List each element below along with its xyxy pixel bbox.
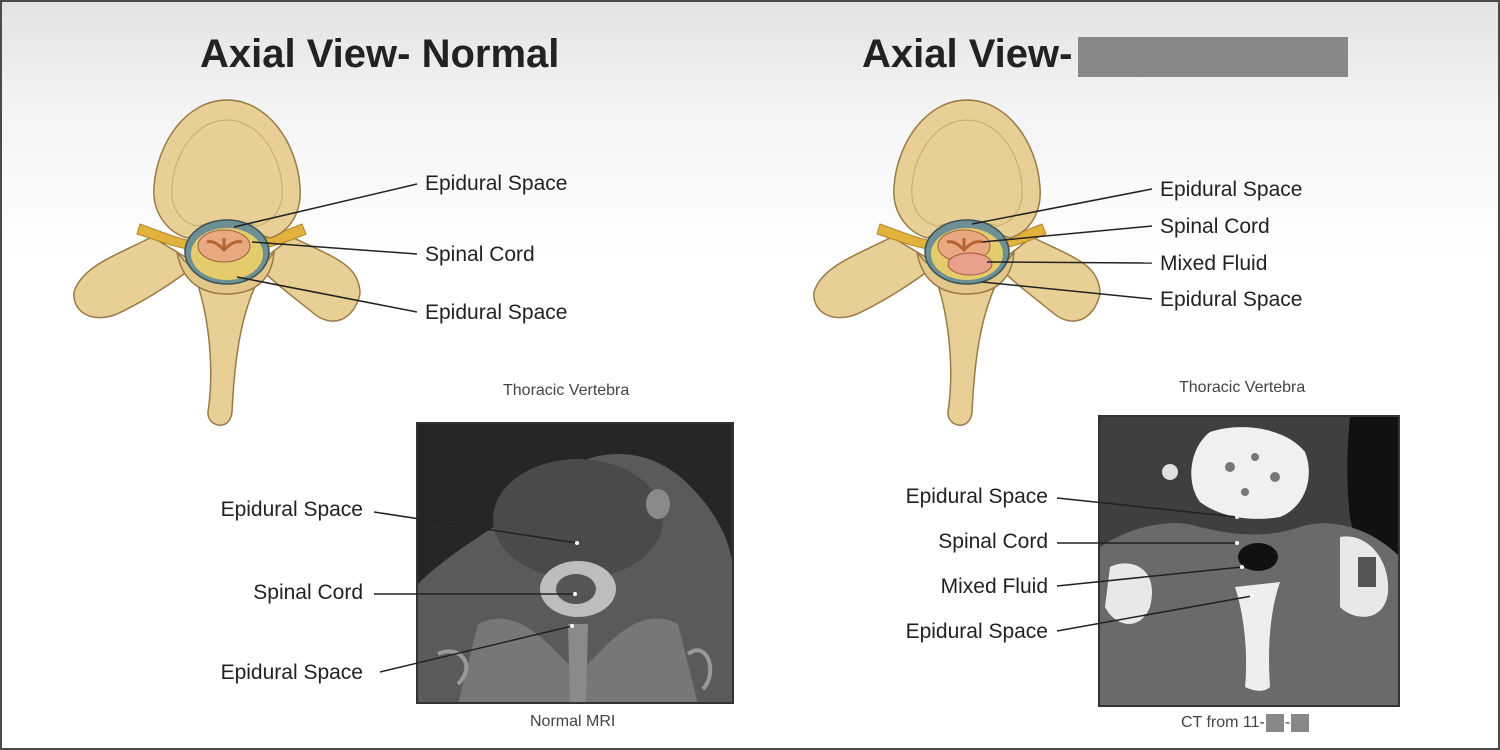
mri-label-spinal-cord: Spinal Cord <box>182 582 363 603</box>
mri-label-epidural-space-top: Epidural Space <box>182 499 363 520</box>
ct-label-epidural-space-top: Epidural Space <box>862 486 1048 507</box>
ct-caption: CT from 11- - <box>1181 714 1309 732</box>
ct-label-spinal-cord: Spinal Cord <box>862 531 1048 552</box>
ct-label-mixed-fluid: Mixed Fluid <box>862 576 1048 597</box>
ct-caption-prefix: CT from 11- <box>1181 715 1265 731</box>
ct-label-epidural-space-bottom: Epidural Space <box>862 621 1048 642</box>
ct-caption-sep: - <box>1285 715 1290 731</box>
date-redaction <box>1266 714 1284 732</box>
date-redaction <box>1291 714 1309 732</box>
mri-caption: Normal MRI <box>530 714 615 730</box>
mri-label-epidural-space-bottom: Epidural Space <box>182 662 363 683</box>
